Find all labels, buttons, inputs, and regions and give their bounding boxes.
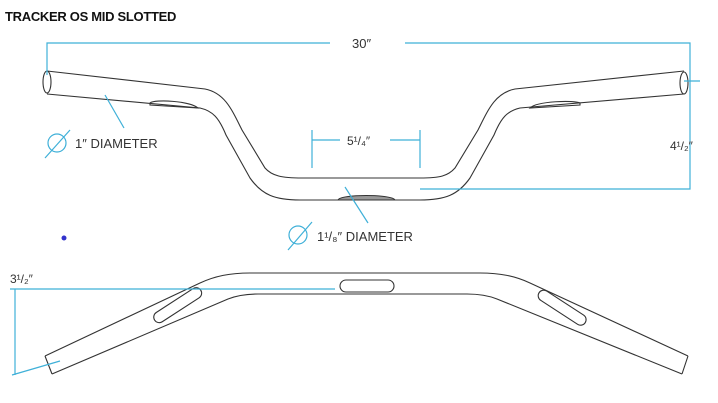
rise-dimension: 4¹/₂″ [420,80,700,190]
marker-dot [61,235,67,241]
top-view-handlebar [44,272,689,375]
center-width-dimension: 5¹/₄″ [311,130,421,168]
front-view-handlebar [42,70,689,201]
center-slot [337,195,396,201]
width-label: 30″ [352,36,371,51]
rise-label: 4¹/₂″ [670,139,694,153]
center-width-label: 5¹/₄″ [347,134,371,148]
width-dimension: 30″ [46,36,691,80]
pullback-label: 3¹/₂″ [10,272,34,286]
diameter-icon [47,133,67,153]
diagram-title: TRACKER OS MID SLOTTED [5,9,177,24]
end-diameter-callout: 1″ DIAMETER [44,94,158,159]
pullback-dimension: 3¹/₂″ [10,272,335,376]
diameter-icon [288,225,308,245]
right-slot [528,100,581,109]
center-diameter-callout: 1¹/₈″ DIAMETER [287,186,413,251]
right-slot [537,289,587,326]
left-slot [149,100,200,109]
right-end-cap [679,71,689,95]
left-slot [153,287,203,324]
center-diameter-label: 1¹/₈″ DIAMETER [317,229,413,244]
center-slot [339,279,395,293]
end-diameter-label: 1″ DIAMETER [75,136,158,151]
